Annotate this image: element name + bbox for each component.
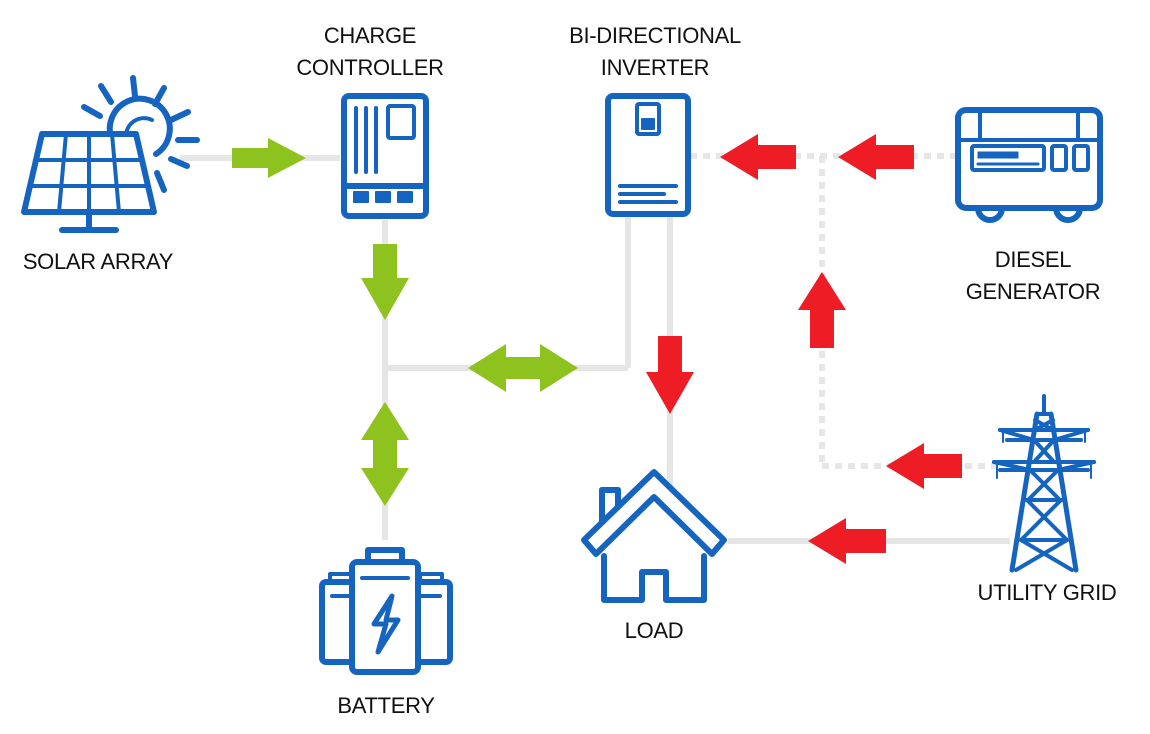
solar-panel-icon (21, 131, 157, 233)
ac-bus-dotted-lines (690, 153, 1000, 469)
inverter-bidirectional-arrow (468, 344, 578, 392)
diesel-generator-label-line2: GENERATOR (965, 279, 1101, 304)
solar-array-label: SOLAR ARRAY (22, 249, 174, 274)
diesel-generator-label-line1: DIESEL (994, 247, 1072, 272)
controller-to-battery-arrow (361, 244, 409, 320)
inverter-label-line1: BI-DIRECTIONAL (569, 23, 741, 48)
solar-array-icon (21, 75, 200, 233)
inverter-icon (605, 93, 691, 217)
sun-icon (81, 75, 200, 193)
inverter-to-load-arrow (646, 336, 694, 414)
generator-to-bus-arrow (838, 134, 914, 180)
charge-controller-label-line1: CHARGE (323, 23, 417, 48)
grid-to-bus-arrow (886, 443, 962, 489)
connector-lines (180, 155, 1010, 544)
ac-flow-arrows (646, 134, 962, 564)
dc-flow-arrows (232, 138, 578, 506)
charge-controller-label-line2: CONTROLLER (296, 55, 444, 80)
bus-to-inverter-arrow (720, 134, 796, 180)
generator-icon (955, 107, 1103, 223)
house-icon (581, 469, 727, 603)
battery-icon (319, 547, 453, 675)
charge-controller-icon (341, 93, 429, 219)
load-label: LOAD (624, 618, 684, 643)
battery-bidirectional-arrow (361, 402, 409, 506)
inverter-label-line2: INVERTER (600, 55, 710, 80)
solar-to-controller-arrow (232, 138, 306, 178)
grid-up-to-generator-bus-arrow (798, 272, 846, 348)
transmission-tower-icon (992, 394, 1096, 573)
utility-grid-label: UTILITY GRID (977, 580, 1117, 605)
grid-to-load-arrow (808, 518, 886, 564)
battery-label: BATTERY (337, 693, 435, 718)
